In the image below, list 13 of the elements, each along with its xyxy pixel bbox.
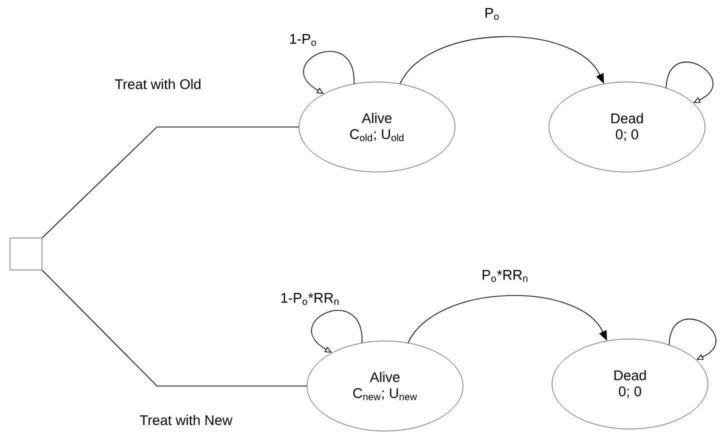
edge-label: P$_{o}$*RR$_{n}$ <box>480 269 530 283</box>
edge-label: Treat with Old <box>114 78 202 90</box>
edge-label: 1-P$_{o}$*RR$_{n}$ <box>279 292 341 306</box>
loop-arrow <box>303 51 354 94</box>
edge-label: 1-P$_{o}$ <box>288 33 318 47</box>
edge-label: P$_{o}$ <box>483 7 501 21</box>
branch-line <box>42 126 300 238</box>
branch-line <box>42 270 308 386</box>
decision-square <box>10 238 42 270</box>
loop-arrow <box>666 62 714 103</box>
loop-arrow <box>668 318 716 360</box>
edge-label: Treat with New <box>138 414 234 426</box>
loop-arrow <box>311 310 362 353</box>
